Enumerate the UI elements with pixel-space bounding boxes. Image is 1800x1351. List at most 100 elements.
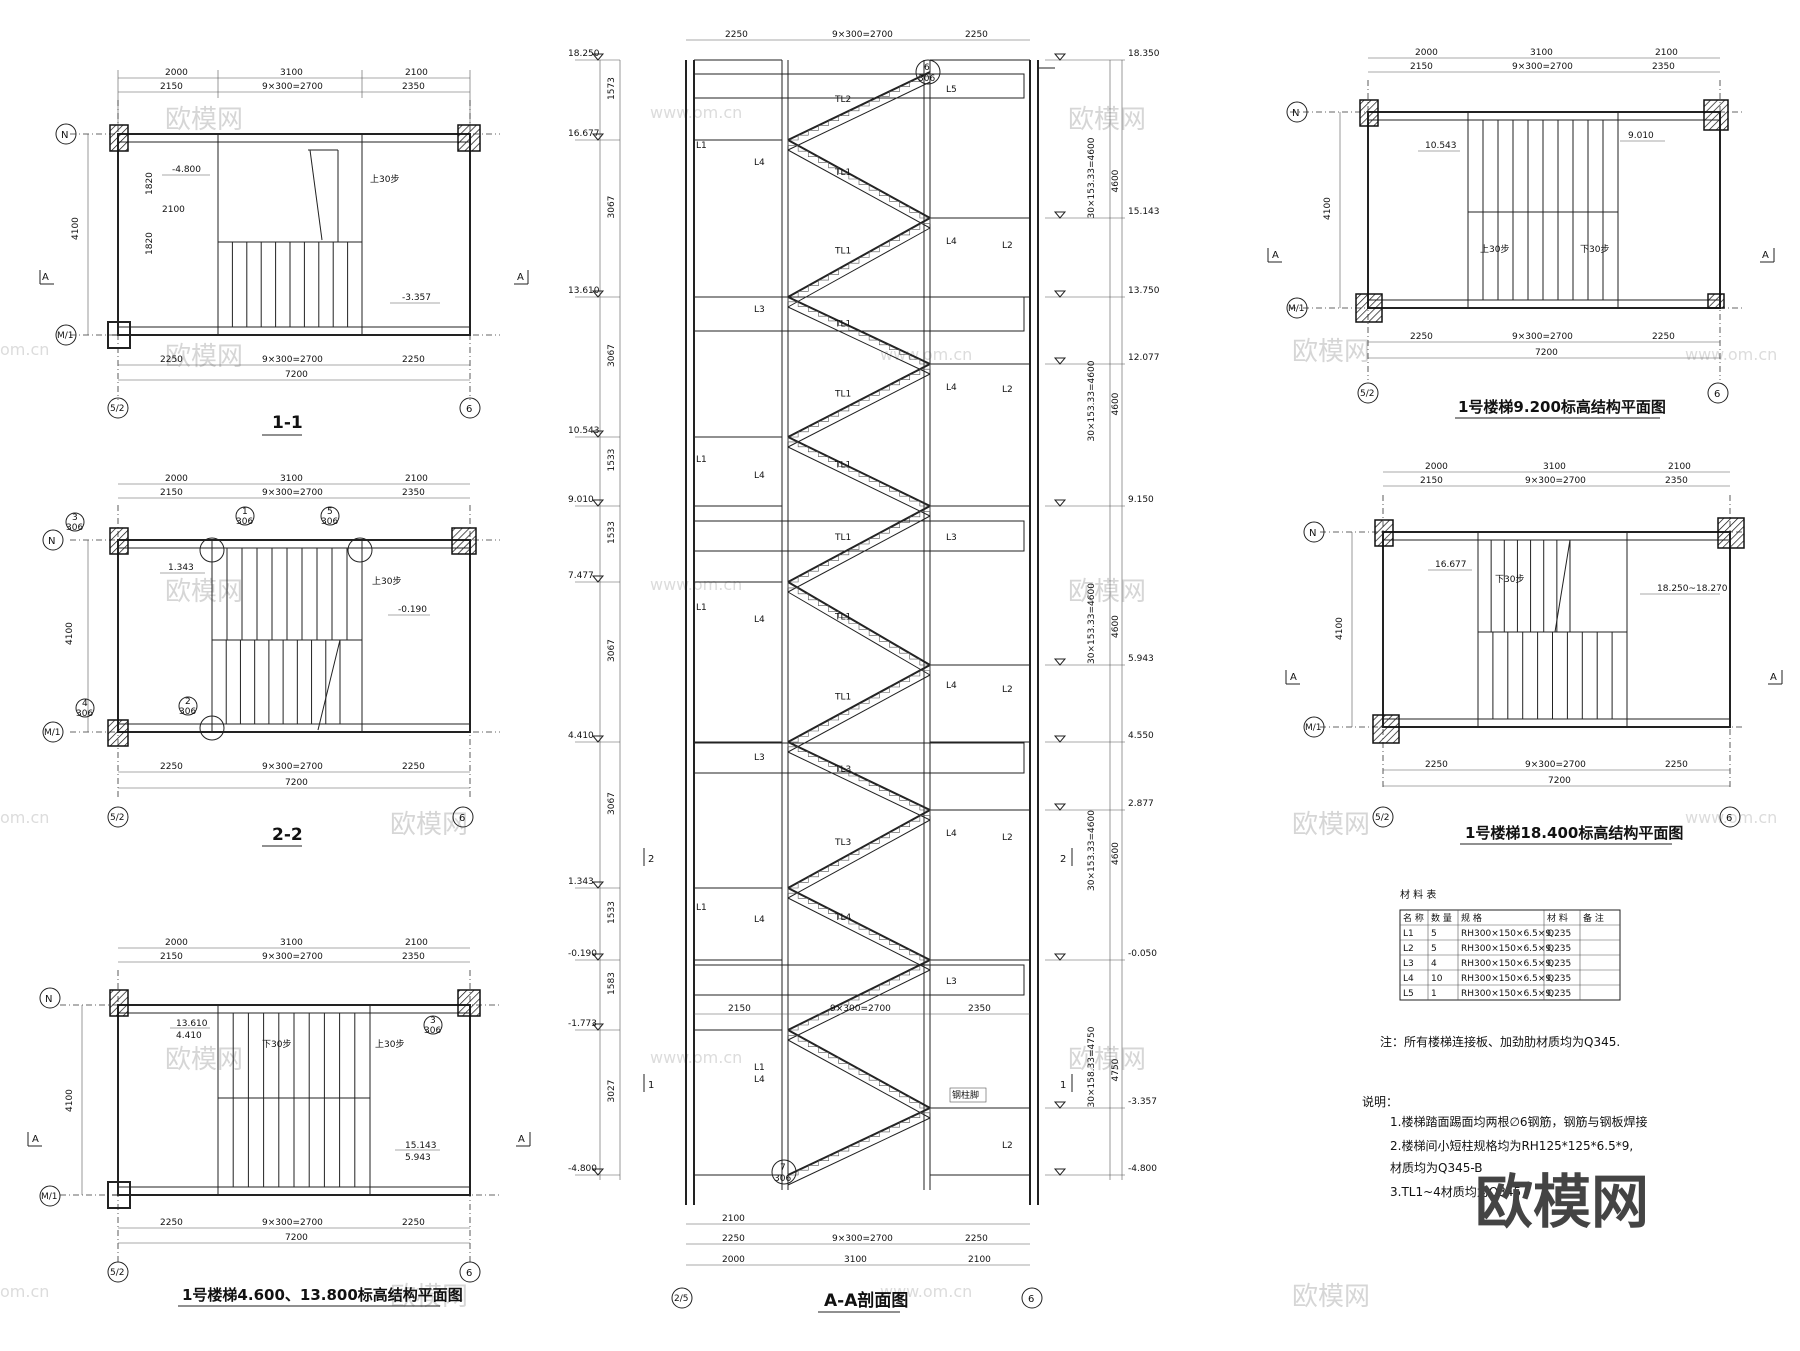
axis-label-n: N [1309,528,1316,539]
watermark-brand: 欧模网 [165,105,243,135]
stair-note-up: 上30步 [1480,244,1509,255]
stair-stringer [787,373,931,448]
beam-mark-right: L2 [1002,385,1013,395]
segment-left: 1583 [607,972,617,995]
dim-top: 2100 [405,474,428,484]
dim-mid: 9×300=2700 [830,1004,891,1014]
detail-sub: 306 [918,74,935,84]
axis-label-n: N [48,536,55,547]
stair-note: 上30步 [372,576,401,587]
steel-column [107,321,131,349]
detail-sub: 306 [236,517,253,527]
notes-heading: 说明： [1362,1094,1398,1109]
axis-label-m: M/1 [57,331,74,341]
dim-left: 4100 [1323,197,1333,220]
elevation-triangle [1053,1101,1067,1109]
stair-steps [788,665,931,743]
segment-total: 4600 [1111,169,1121,192]
dim-bottom3: 2000 [722,1255,745,1265]
stair-steps [787,742,930,811]
axis-label-m: M/1 [41,1192,58,1202]
table-cell: Q235 [1547,989,1571,999]
plan-title: 2-2 [272,825,303,845]
stair-flights: TL2TL1TL1TL1TL1TL1TL1TL1TL1TL3TL3TL4L1L4… [696,71,1013,1186]
watermark-brand: 欧模网 [1292,810,1370,840]
beam-mark-left: L4 [754,1075,765,1085]
elevation-right: -0.050 [1128,949,1157,959]
dim-mid: 2150 [728,1004,751,1014]
watermark-brand: 欧模网 [1292,337,1370,367]
dim-top2: 9×300=2700 [262,488,323,498]
dim-bottom2: 2250 [722,1234,745,1244]
segment-left: 1533 [607,901,617,924]
elevation-right: 9.150 [1128,495,1154,505]
stair-steps [787,140,930,219]
watermark-brand: 欧模网 [165,577,243,607]
axis-label-left: 5/2 [1375,813,1389,823]
segment-right: 30×153.33=4600 [1087,360,1097,441]
dim-bottom: 2250 [1425,760,1448,770]
elevation-triangle [591,133,605,141]
elevation-triangle [591,1168,605,1176]
elevation-left: 18.250 [568,49,600,59]
dim-bottom: 2250 [1410,332,1433,342]
elevation-right: 13.750 [1128,286,1160,296]
segment-right: 30×153.33=4600 [1087,810,1097,891]
stair-flight [217,1097,371,1188]
elevation-triangle [591,953,605,961]
dim-top: 2100 [405,68,428,78]
elevation-mark: -0.190 [398,605,427,615]
stair-stringer [787,751,931,821]
elevation-right: 18.350 [1128,49,1160,59]
beam-label: TL1 [834,693,851,703]
elevation-left: -4.800 [568,1164,597,1174]
stair-steps [787,888,930,961]
table-cell: 10 [1431,974,1443,984]
table-cell: L2 [1403,944,1414,954]
detail-sub: 306 [66,523,83,533]
stair-flight [1477,631,1628,720]
watermark-brand: 欧模网 [165,342,243,372]
elevation-triangle [591,499,605,507]
segment-total: 4750 [1111,1058,1121,1081]
stair-steps [788,218,931,298]
dim-top2: 2350 [1652,62,1675,72]
beam-label: TL1 [834,320,851,330]
dim-top: 3100 [280,938,303,948]
dim-top2: 2150 [1420,476,1443,486]
elevation-triangle [1053,357,1067,365]
beam-mark-right: L3 [946,977,957,987]
dim-left: 4100 [1335,617,1345,640]
beam-mark-left: L4 [754,915,765,925]
stair-stringer [787,1117,931,1186]
dim-bottom3: 2100 [968,1255,991,1265]
beam-mark-left: L4 [754,471,765,481]
beam-mark-right: L4 [946,829,957,839]
dim-top2: 2150 [160,952,183,962]
steel-column [1703,99,1729,131]
dim-bottom: 2250 [402,1218,425,1228]
segment-left: 1573 [607,77,617,100]
dim-left: 4100 [65,622,75,645]
section-mark: 2 [648,854,654,865]
segment-total: 4600 [1111,392,1121,415]
segment-total: 4600 [1111,842,1121,865]
dim-top2: 2350 [402,488,425,498]
dim-left: 4100 [65,1089,75,1112]
segment-left: 3067 [607,792,617,815]
stair-flight [1477,539,1571,633]
detail-mark: 6 [924,63,930,73]
section-mark: A [1762,250,1769,261]
axis-label-right: 6 [466,404,472,415]
dim-top2: 2150 [160,488,183,498]
note-item: 1.楼梯踏面踢面均两根∅6钢筋，钢筋与钢板焊接 [1390,1114,1648,1129]
stair-stringer [787,149,931,229]
elevation-right: 12.077 [1128,353,1160,363]
stair-flight [1467,119,1619,213]
stair-note-down: 下30步 [1495,574,1524,585]
beam-label: TL1 [834,533,851,543]
elevation-mark: 15.143 [405,1141,437,1151]
watermark-brand: 欧模网 [165,1045,243,1075]
